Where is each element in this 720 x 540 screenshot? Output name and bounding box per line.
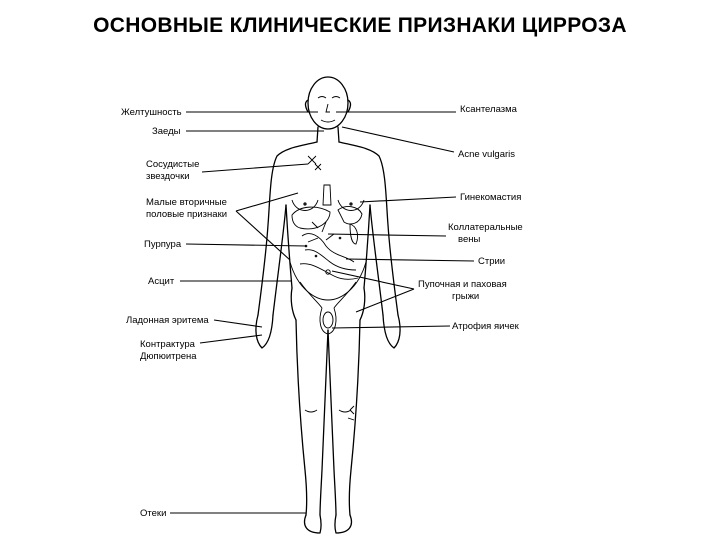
label-jaundice: Желтушность	[121, 107, 182, 118]
label-minor-sex-2: половые признаки	[146, 209, 227, 220]
label-edema: Отеки	[140, 508, 166, 519]
human-figure	[255, 76, 401, 534]
label-vascular-2: звездочки	[146, 171, 190, 182]
label-acne: Acne vulgaris	[458, 149, 515, 160]
label-xanthelasma: Ксантелазма	[460, 104, 518, 115]
label-stars: Заеды	[152, 126, 181, 137]
label-striae: Стрии	[478, 256, 505, 267]
label-hernia-2: грыжи	[452, 291, 479, 302]
label-purpura: Пурпура	[144, 239, 182, 250]
page-title: ОСНОВНЫЕ КЛИНИЧЕСКИЕ ПРИЗНАКИ ЦИРРОЗА	[93, 14, 627, 37]
pointer-lines-right	[327, 111, 475, 329]
pointer-lines-left	[170, 111, 324, 514]
label-contracture-1: Контрактура	[140, 339, 196, 350]
label-testicular-atrophy: Атрофия яичек	[452, 321, 520, 332]
label-collateral-1: Коллатеральные	[448, 222, 523, 233]
label-palmar-erythema: Ладонная эритема	[126, 315, 209, 326]
label-hernia-1: Пупочная и паховая	[418, 279, 507, 290]
label-minor-sex-1: Малые вторичные	[146, 197, 227, 208]
label-ascites: Асцит	[148, 276, 175, 287]
label-gynecomastia: Гинекомастия	[460, 192, 521, 203]
label-contracture-2: Дюпюитрена	[140, 351, 197, 362]
label-collateral-2: вены	[458, 234, 480, 245]
label-vascular-1: Сосудистые	[146, 159, 199, 170]
